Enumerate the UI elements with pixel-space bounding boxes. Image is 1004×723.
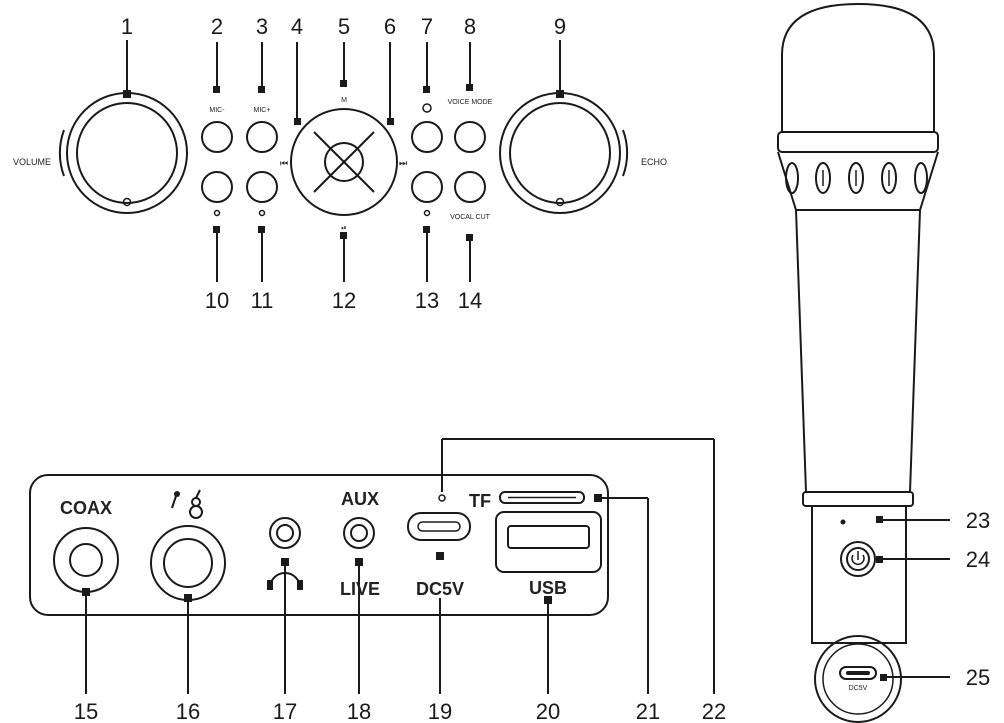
button-11 bbox=[246, 171, 278, 282]
mic-plus-label: MIC+ bbox=[254, 107, 271, 114]
callout-12: 12 bbox=[332, 288, 356, 313]
callout-15: 15 bbox=[74, 699, 98, 723]
callout-1: 1 bbox=[121, 14, 133, 39]
usb-port bbox=[495, 511, 602, 694]
mic-power-button bbox=[840, 541, 950, 577]
callout-18: 18 bbox=[347, 699, 371, 723]
voice-mode-label: VOICE MODE bbox=[448, 99, 493, 106]
direction-pad: M ⏯ ⏮ ⏭ bbox=[280, 42, 407, 282]
coax-port bbox=[53, 527, 119, 694]
callout-24: 24 bbox=[966, 547, 990, 572]
volume-knob bbox=[58, 40, 188, 214]
play-pause-icon: ⏯ bbox=[341, 225, 347, 232]
tf-card-slot bbox=[499, 491, 649, 694]
aux-label: AUX bbox=[341, 489, 379, 509]
mic-minus-button bbox=[201, 42, 233, 153]
callout-7: 7 bbox=[421, 14, 433, 39]
mic-bottom-view: DC5V bbox=[814, 635, 950, 723]
vocal-cut-label: VOCAL CUT bbox=[450, 214, 491, 221]
led-indicator bbox=[438, 438, 715, 694]
mic-plus-button bbox=[246, 42, 278, 153]
live-label: LIVE bbox=[340, 579, 380, 599]
callout-14: 14 bbox=[458, 288, 482, 313]
rear-panel: COAX bbox=[29, 438, 726, 723]
callout-4: 4 bbox=[291, 14, 303, 39]
mic-guitar-port bbox=[150, 525, 226, 694]
mic-minus-label: MIC- bbox=[209, 107, 225, 114]
callout-19: 19 bbox=[428, 699, 452, 723]
next-icon: ⏭ bbox=[399, 158, 407, 168]
echo-label: ECHO bbox=[641, 157, 667, 167]
callout-21: 21 bbox=[636, 699, 660, 723]
coax-label: COAX bbox=[60, 498, 112, 518]
dc5v-port bbox=[407, 512, 471, 694]
callout-23: 23 bbox=[966, 508, 990, 533]
callout-2: 2 bbox=[211, 14, 223, 39]
callout-8: 8 bbox=[464, 14, 476, 39]
callout-13: 13 bbox=[415, 288, 439, 313]
button-13 bbox=[411, 171, 443, 282]
microphone: DC5V 23 24 25 bbox=[777, 2, 990, 723]
vocal-cut-button bbox=[454, 171, 486, 282]
voice-mode-button bbox=[454, 42, 486, 153]
volume-label: VOLUME bbox=[13, 157, 51, 167]
aux-port bbox=[343, 517, 375, 694]
callout-17: 17 bbox=[273, 699, 297, 723]
mode-label: M bbox=[341, 97, 347, 104]
callout-11: 11 bbox=[251, 288, 274, 313]
tf-label: TF bbox=[469, 491, 491, 511]
usb-label: USB bbox=[529, 578, 567, 598]
callout-25: 25 bbox=[966, 665, 990, 690]
callout-20: 20 bbox=[536, 699, 560, 723]
callout-10: 10 bbox=[205, 288, 229, 313]
callout-22: 22 bbox=[702, 699, 726, 723]
mic-guitar-icon bbox=[171, 489, 203, 519]
callout-16: 16 bbox=[176, 699, 200, 723]
dc5v-label: DC5V bbox=[416, 579, 464, 599]
callout-6: 6 bbox=[384, 14, 396, 39]
callout-5: 5 bbox=[338, 14, 350, 39]
headphone-port bbox=[267, 517, 303, 694]
mic-dc5v-label: DC5V bbox=[849, 685, 868, 692]
button-10 bbox=[201, 171, 233, 282]
callout-9: 9 bbox=[554, 14, 566, 39]
control-panel: VOLUME MIC- MIC+ bbox=[13, 14, 667, 313]
echo-knob bbox=[499, 40, 629, 214]
callout-3: 3 bbox=[256, 14, 268, 39]
previous-icon: ⏮ bbox=[280, 158, 288, 168]
button-7 bbox=[411, 42, 443, 153]
